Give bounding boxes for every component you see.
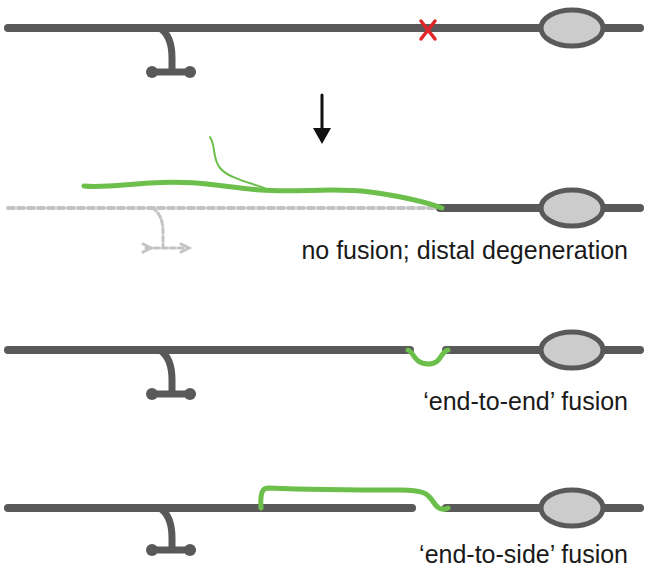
synapse-terminal bbox=[146, 66, 158, 78]
synapse-terminal bbox=[146, 544, 158, 556]
degenerating-axon bbox=[8, 206, 440, 210]
synapse-terminal bbox=[146, 388, 158, 400]
synapse-terminal bbox=[184, 544, 196, 556]
synapse-terminal bbox=[184, 66, 196, 78]
cell-body bbox=[541, 332, 603, 368]
caption-label: ‘end-to-side’ fusion bbox=[419, 541, 628, 569]
axon bbox=[8, 346, 410, 354]
axon bbox=[8, 504, 412, 512]
fusion-bridge bbox=[408, 350, 448, 364]
injury-mark bbox=[421, 21, 435, 39]
axon-branch bbox=[160, 350, 172, 392]
cell-body bbox=[541, 10, 603, 46]
caption-label: no fusion; distal degeneration bbox=[301, 237, 628, 265]
degenerating-terminal bbox=[143, 244, 151, 252]
cell-body bbox=[541, 190, 603, 226]
synapse-terminal bbox=[184, 388, 196, 400]
cell-body bbox=[541, 490, 603, 526]
regrowing-sprout bbox=[210, 137, 274, 192]
axon-branch bbox=[160, 508, 172, 548]
degenerating-terminal bbox=[181, 244, 189, 252]
arrow-head bbox=[313, 128, 331, 144]
regrowing-axon bbox=[84, 182, 442, 208]
fusion-bridge bbox=[261, 488, 448, 509]
axon-branch bbox=[160, 28, 172, 70]
degenerating-branch bbox=[152, 208, 163, 246]
caption-label: ‘end-to-end’ fusion bbox=[423, 388, 628, 416]
